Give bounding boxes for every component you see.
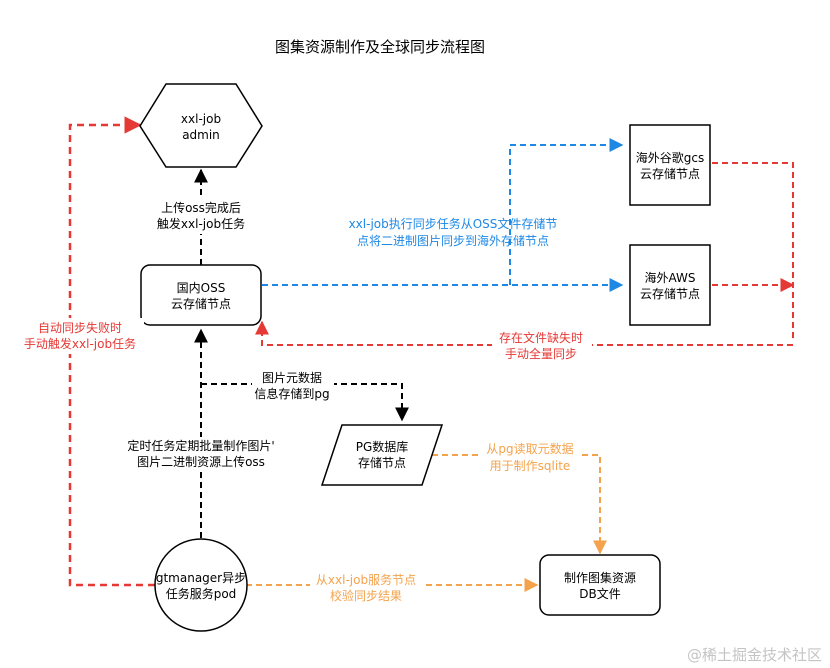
rect-shape bbox=[629, 244, 711, 326]
circle-shape bbox=[154, 538, 248, 632]
label-read-pg: 从pg读取元数据 用于制作sqlite bbox=[480, 440, 580, 474]
diagram-title: 图集资源制作及全球同步流程图 bbox=[275, 38, 485, 56]
node-label-line-1: gtmanager异步 bbox=[156, 571, 246, 585]
label-background bbox=[480, 440, 580, 474]
edge-gtmanager-to-admin bbox=[68, 116, 155, 587]
node-label-line-2: 任务服务pod bbox=[166, 586, 237, 601]
label-line-2: 校验同步结果 bbox=[330, 588, 402, 603]
label-sync-task: xxl-job执行同步任务从OSS文件存储节 点将二进制图片同步到海外存储节点 bbox=[349, 216, 558, 248]
label-line-2: 信息存储到pg bbox=[254, 386, 329, 401]
label-line-2: 手动触发xxl-job任务 bbox=[24, 336, 136, 351]
edge-gcs-missing bbox=[712, 162, 794, 340]
rect-shape bbox=[629, 124, 711, 206]
label-line-1: 存在文件缺失时 bbox=[499, 330, 583, 345]
label-line-1: 上传oss完成后 bbox=[161, 200, 241, 215]
label-background bbox=[142, 198, 260, 234]
node-pg-database: PG数据库 存储节点 bbox=[320, 424, 444, 486]
watermark: @稀土掘金技术社区 bbox=[687, 646, 822, 664]
node-label-line-2: 云存储节点 bbox=[171, 296, 231, 311]
rounded-rect-shape bbox=[140, 264, 262, 326]
label-line-1: xxl-job执行同步任务从OSS文件存储节 bbox=[349, 216, 558, 231]
node-label-line-2: 存储节点 bbox=[358, 455, 406, 470]
label-missing-file: 存在文件缺失时 手动全量同步 bbox=[492, 329, 592, 363]
parallelogram-shape bbox=[320, 424, 444, 486]
label-line-1: 从pg读取元数据 bbox=[486, 441, 573, 456]
node-label-line-1: 制作图集资源 bbox=[564, 570, 636, 585]
node-gtmanager-pod: gtmanager异步 任务服务pod bbox=[154, 538, 248, 632]
label-line-2: 触发xxl-job任务 bbox=[157, 216, 245, 231]
label-line-2: 手动全量同步 bbox=[505, 346, 577, 361]
node-label-line-2: admin bbox=[182, 128, 220, 142]
node-label-line-1: 国内OSS bbox=[177, 281, 226, 295]
label-line-2: 图片二进制资源上传oss bbox=[137, 454, 265, 469]
label-scheduled: 定时任务定期批量制作图片' 图片二进制资源上传oss bbox=[112, 437, 290, 471]
node-label-line-1: xxl-job bbox=[181, 112, 221, 126]
label-line-1: 定时任务定期批量制作图片' bbox=[127, 438, 274, 453]
node-label-line-2: 云存储节点 bbox=[640, 286, 700, 301]
node-label-line-2: DB文件 bbox=[579, 586, 620, 601]
node-label-line-1: PG数据库 bbox=[356, 439, 409, 454]
edge-missing-to-oss bbox=[255, 320, 793, 346]
label-background bbox=[492, 329, 592, 363]
label-background bbox=[112, 437, 290, 471]
label-auto-fail: 自动同步失败时 手动触发xxl-job任务 bbox=[22, 318, 144, 354]
edge-oss-to-gcs bbox=[509, 138, 624, 285]
label-background bbox=[310, 571, 424, 605]
label-background bbox=[22, 318, 144, 354]
hexagon-shape bbox=[139, 83, 263, 168]
rounded-rect-shape bbox=[539, 554, 661, 616]
label-upload-trigger: 上传oss完成后 触发xxl-job任务 bbox=[142, 198, 260, 234]
label-line-1: 自动同步失败时 bbox=[38, 320, 122, 335]
node-overseas-aws: 海外AWS 云存储节点 bbox=[629, 244, 711, 326]
node-domestic-oss: 国内OSS 云存储节点 bbox=[140, 264, 262, 326]
label-verify: 从xxl-job服务节点 校验同步结果 bbox=[310, 571, 424, 605]
node-label-line-1: 海外谷歌gcs bbox=[636, 150, 704, 165]
label-line-1: 图片元数据 bbox=[262, 370, 322, 385]
node-overseas-gcs: 海外谷歌gcs 云存储节点 bbox=[629, 124, 711, 206]
label-meta-to-pg: 图片元数据 信息存储到pg bbox=[252, 369, 334, 403]
node-db-file: 制作图集资源 DB文件 bbox=[539, 554, 661, 616]
label-line-1: 从xxl-job服务节点 bbox=[316, 572, 416, 587]
edge-gtmanager-to-pg bbox=[201, 383, 409, 422]
node-label-line-2: 云存储节点 bbox=[640, 166, 700, 181]
label-line-2: 点将二进制图片同步到海外存储节点 bbox=[357, 233, 549, 248]
node-label-line-1: 海外AWS bbox=[644, 270, 695, 285]
label-background bbox=[252, 369, 334, 403]
node-xxl-job-admin: xxl-job admin bbox=[139, 83, 263, 168]
label-line-2: 用于制作sqlite bbox=[490, 459, 571, 473]
